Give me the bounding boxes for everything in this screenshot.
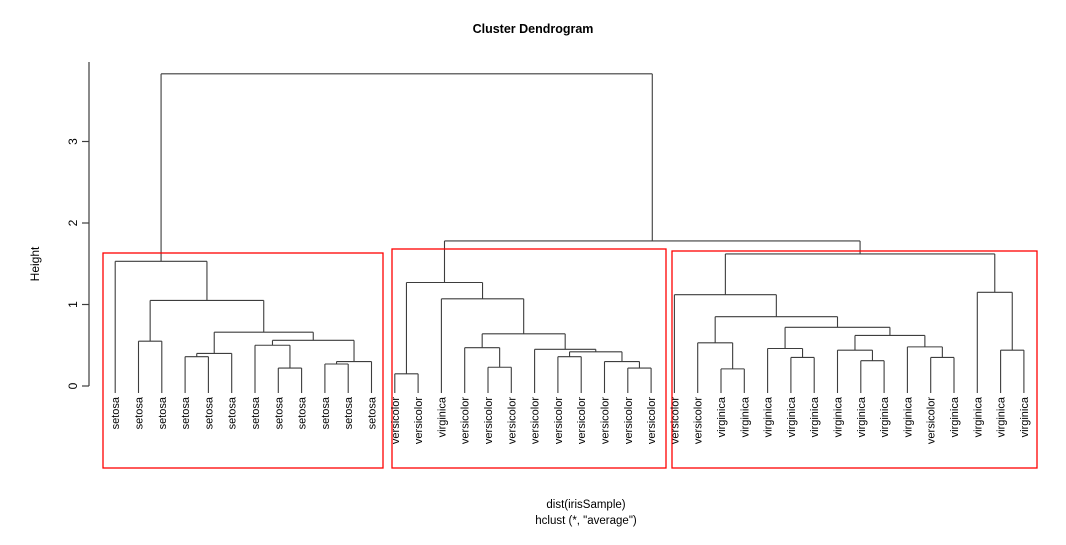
leaf-label: versicolor <box>413 397 425 444</box>
leaf-labels: setosa setosa setosa setosa setosa setosa seto… <box>110 396 1031 444</box>
leaf-label: virginica <box>716 396 728 437</box>
leaf-label: setosa <box>157 396 169 429</box>
leaf-label: versicolor <box>506 397 518 444</box>
leaf-label: virginica <box>972 396 984 437</box>
leaf-label: versicolor <box>390 397 402 444</box>
leaf-label: virginica <box>833 396 845 437</box>
dendrogram-tree <box>114 73 1025 386</box>
leaf-label: versicolor <box>669 397 681 444</box>
leaf-label: virginica <box>763 396 775 437</box>
y-axis-tick-label-3: 3 <box>66 138 80 145</box>
caption-line-1: dist(irisSample) <box>546 499 625 511</box>
y-axis-tick-label-1: 1 <box>66 301 80 308</box>
leaf-label: setosa <box>273 396 285 429</box>
leaf-label: versicolor <box>460 397 472 444</box>
leaf-label: versicolor <box>530 397 542 444</box>
y-axis-title: Height <box>28 246 42 281</box>
page-title: Cluster Dendrogram <box>473 22 594 36</box>
cluster-box-3 <box>671 250 1038 469</box>
leaf-label: versicolor <box>576 397 588 444</box>
leaf-label: virginica <box>856 396 868 437</box>
cluster-box-2 <box>391 248 667 469</box>
y-axis-tick-label-2: 2 <box>66 219 80 226</box>
leaf-label: virginica <box>879 396 891 437</box>
leaf-label: virginica <box>949 396 961 437</box>
leaf-label: virginica <box>996 396 1008 437</box>
cluster-boxes <box>102 248 1038 469</box>
leaf-label: versicolor <box>553 397 565 444</box>
y-axis: 0 1 2 3 Height <box>28 62 90 389</box>
leaf-label: setosa <box>367 396 379 429</box>
leaf-label: virginica <box>436 396 448 437</box>
leaf-label: setosa <box>343 396 355 429</box>
leaf-label: versicolor <box>483 397 495 444</box>
leaf-label: versicolor <box>646 397 658 444</box>
leaf-label: setosa <box>203 396 215 429</box>
leaf-tick-marks <box>114 386 1025 393</box>
leaf-label: setosa <box>297 396 309 429</box>
leaf-label: setosa <box>180 396 192 429</box>
leaf-label: virginica <box>902 396 914 437</box>
cluster-box-1 <box>102 252 384 469</box>
y-axis-tick-label-0: 0 <box>66 382 80 389</box>
leaf-label: setosa <box>110 396 122 429</box>
leaf-label: setosa <box>320 396 332 429</box>
leaf-label: versicolor <box>693 397 705 444</box>
leaf-label: versicolor <box>600 397 612 444</box>
leaf-label: virginica <box>786 396 798 437</box>
caption-line-2: hclust (*, "average") <box>535 515 637 527</box>
leaf-label: versicolor <box>926 397 938 444</box>
leaf-label: setosa <box>134 396 146 429</box>
leaf-label: virginica <box>1019 396 1031 437</box>
leaf-label: versicolor <box>623 397 635 444</box>
leaf-label: virginica <box>739 396 751 437</box>
leaf-label: virginica <box>809 396 821 437</box>
leaf-label: setosa <box>227 396 239 429</box>
leaf-label: setosa <box>250 396 262 429</box>
